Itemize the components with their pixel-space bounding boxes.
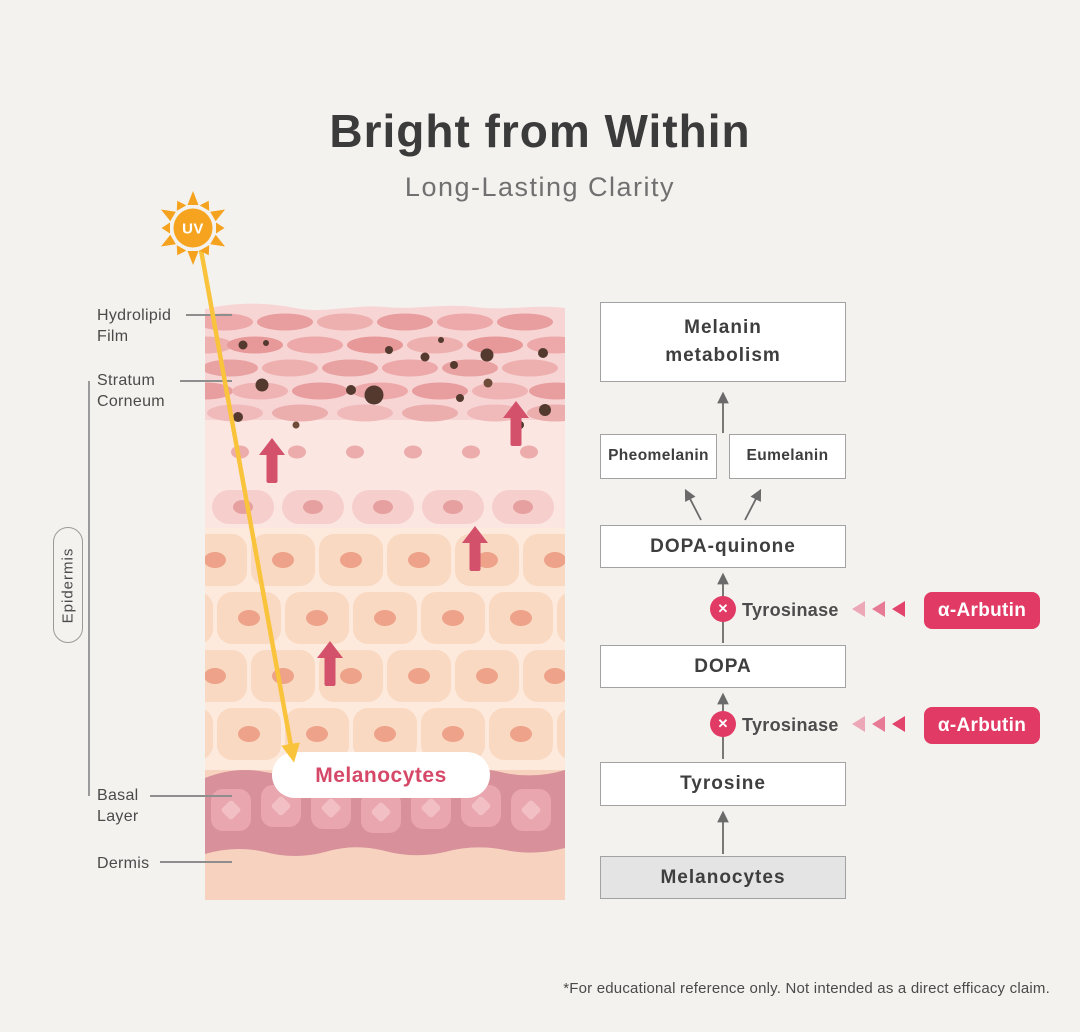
flow-box-eumelanin: Eumelanin [729, 434, 846, 479]
granular-cells [212, 490, 554, 524]
flow-box-pheomelanin: Pheomelanin [600, 434, 717, 479]
flow-box-tyrosine: Tyrosine [600, 762, 846, 806]
skin-cross-section-illustration: Melanocytes [205, 303, 565, 900]
flow-box-melanocytes: Melanocytes [600, 856, 846, 899]
label-basal-layer: Basal Layer [97, 787, 139, 826]
flow-box-dopa-quinone: DOPA-quinone [600, 525, 846, 568]
epidermis-label-text: Epidermis [59, 547, 77, 623]
arbutin-badge-2: α-Arbutin [924, 707, 1040, 744]
flow-box-dopa: DOPA [600, 645, 846, 688]
leader-line-basal [150, 795, 232, 797]
inhibition-x-icon-2: ✕ [710, 711, 736, 737]
label-dermis: Dermis [97, 855, 150, 872]
x-mark: ✕ [717, 601, 729, 616]
x-mark: ✕ [717, 716, 729, 731]
epidermis-bracket-line [88, 381, 90, 796]
melanocytes-pill: Melanocytes [272, 752, 490, 798]
inhibition-arrows-icon-1 [852, 601, 905, 617]
page-title: Bright from Within [329, 105, 751, 157]
footnote: *For educational reference only. Not int… [563, 980, 1050, 997]
uv-label: UV [182, 221, 204, 238]
leader-line-stratum [180, 380, 232, 382]
arbutin-badge-1: α-Arbutin [924, 592, 1040, 629]
tyrosinase-label-1: Tyrosinase [742, 600, 839, 620]
inhibition-x-icon: ✕ [710, 596, 736, 622]
tyrosinase-label-2: Tyrosinase [742, 715, 839, 735]
inhibition-arrows-icon-2 [852, 716, 905, 732]
leader-line-hydrolipid [186, 314, 232, 316]
label-epidermis: Epidermis [53, 527, 83, 643]
leader-line-dermis [160, 861, 232, 863]
label-hydrolipid-film: Hydrolipid Film [97, 307, 172, 346]
page-subtitle: Long-Lasting Clarity [404, 172, 676, 202]
label-stratum-corneum: Stratum Corneum [97, 372, 165, 411]
melanocytes-pill-label: Melanocytes [315, 764, 447, 787]
flow-box-melanin-metabolism: Melanin metabolism [600, 302, 846, 382]
